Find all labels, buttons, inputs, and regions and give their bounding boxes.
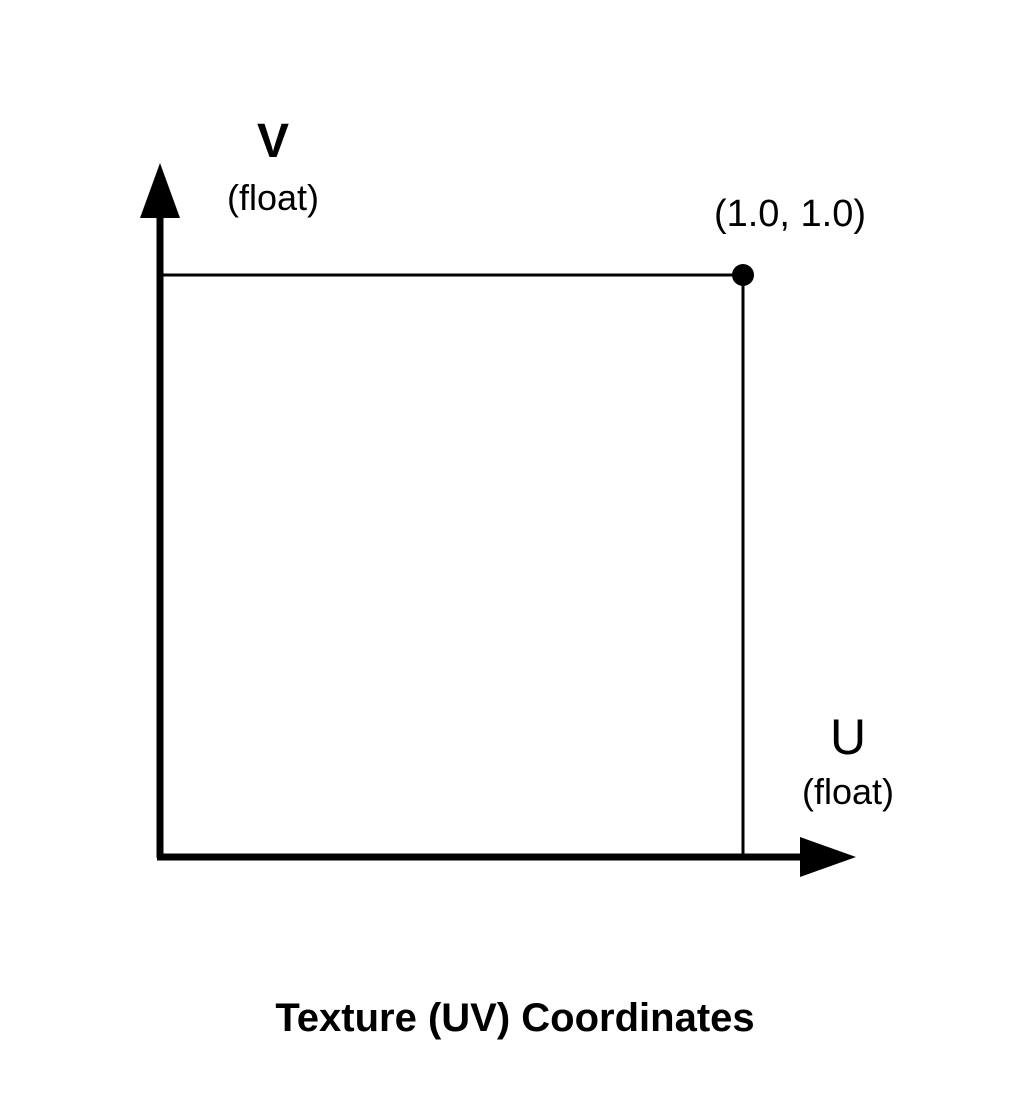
u-axis-arrowhead — [800, 837, 856, 877]
v-axis-type-label: (float) — [226, 177, 320, 218]
v-axis-arrowhead — [140, 163, 180, 218]
u-axis-letter: U — [829, 709, 867, 765]
diagram-caption: Texture (UV) Coordinates — [275, 996, 755, 1040]
v-axis-letter: V — [256, 115, 289, 168]
corner-point-label: (1.0, 1.0) — [713, 193, 867, 235]
corner-point-marker — [732, 264, 754, 286]
u-axis-type-label: (float) — [801, 771, 895, 812]
